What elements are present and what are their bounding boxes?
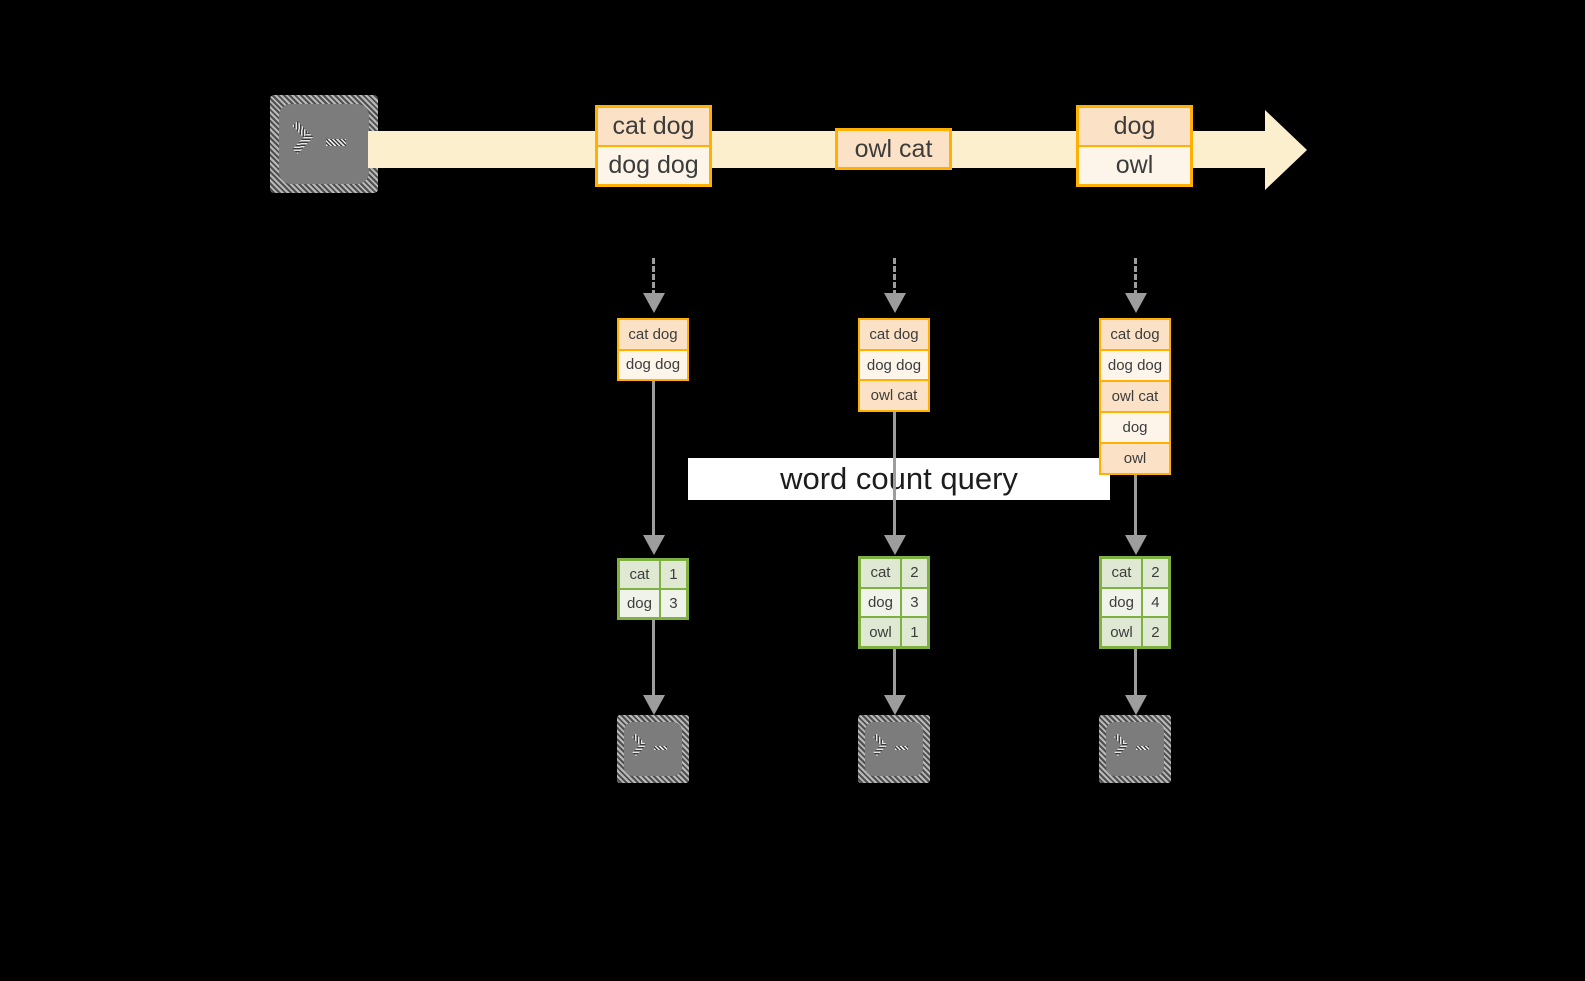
stream-record-3[interactable]: dog owl <box>1076 105 1193 187</box>
snapshot-1-sink-shaft <box>652 620 655 698</box>
prompt-chevron-lower <box>1114 741 1129 756</box>
terminal-icon-sink-2[interactable] <box>858 715 930 783</box>
accumulated-line: cat dog <box>619 320 687 351</box>
table-row: dog 4 <box>1102 588 1168 619</box>
stream-record-1[interactable]: cat dog dog dog <box>595 105 712 187</box>
table-cell-word: owl <box>861 618 902 647</box>
table-cell-count: 3 <box>660 590 686 617</box>
table-row: dog 3 <box>620 590 686 617</box>
table-cell-count: 2 <box>1142 618 1168 647</box>
snapshot-3-sink-arrowhead <box>1125 695 1147 715</box>
record-line: owl cat <box>838 131 949 167</box>
query-label-band: word count query <box>688 458 1110 500</box>
prompt-cursor <box>325 139 346 146</box>
snapshot-2-result-table[interactable]: cat 2 dog 3 owl 1 <box>858 556 930 649</box>
prompt-cursor <box>1136 745 1149 751</box>
snapshot-2-inbound-arrowhead <box>884 293 906 313</box>
table-row: cat 2 <box>861 559 927 589</box>
table-cell-count: 1 <box>901 618 927 647</box>
snapshot-1-inbound-arrowhead <box>643 293 665 313</box>
table-cell-word: dog <box>1102 588 1143 617</box>
table-cell-count: 2 <box>901 559 927 587</box>
snapshot-1-query-shaft <box>652 381 655 538</box>
table-cell-word: dog <box>620 590 661 617</box>
snapshot-1-sink-arrowhead <box>643 695 665 715</box>
snapshot-3-inbound-arrowhead <box>1125 293 1147 313</box>
table-row: cat 1 <box>620 561 686 590</box>
record-line: dog <box>1079 108 1190 147</box>
record-line: cat dog <box>598 108 709 147</box>
snapshot-3-query-shaft <box>1134 475 1137 538</box>
table-cell-count: 1 <box>660 561 686 588</box>
terminal-screen <box>1106 722 1164 776</box>
snapshot-3-sink-shaft <box>1134 649 1137 698</box>
table-cell-word: cat <box>620 561 661 588</box>
table-row: owl 1 <box>861 618 927 647</box>
accumulated-line: dog dog <box>1101 351 1169 382</box>
accumulated-line: dog <box>1101 413 1169 444</box>
query-label-text: word count query <box>780 461 1018 496</box>
table-cell-word: cat <box>1102 559 1143 587</box>
terminal-screen <box>624 722 682 776</box>
accumulated-line: owl <box>1101 444 1169 473</box>
record-line: owl <box>1079 147 1190 184</box>
snapshot-2-inbound-shaft <box>893 258 896 296</box>
prompt-chevron-lower <box>632 741 647 756</box>
snapshot-2-sink-arrowhead <box>884 695 906 715</box>
table-cell-word: owl <box>1102 618 1143 647</box>
prompt-chevron-lower <box>873 741 888 756</box>
snapshot-3-query-arrowhead <box>1125 535 1147 555</box>
snapshot-1-query-arrowhead <box>643 535 665 555</box>
terminal-screen <box>279 104 369 184</box>
accumulated-line: owl cat <box>1101 382 1169 413</box>
accumulated-line: owl cat <box>860 381 928 411</box>
stream-record-2[interactable]: owl cat <box>835 128 952 170</box>
table-cell-word: cat <box>861 559 902 587</box>
table-cell-count: 3 <box>901 588 927 617</box>
terminal-icon-sink-3[interactable] <box>1099 715 1171 783</box>
accumulated-line: dog dog <box>619 350 687 379</box>
snapshot-3-accumulated-records[interactable]: cat dog dog dog owl cat dog owl <box>1099 318 1171 475</box>
terminal-screen <box>865 722 923 776</box>
accumulated-line: cat dog <box>860 320 928 351</box>
terminal-icon-source[interactable] <box>270 95 378 193</box>
record-line: dog dog <box>598 147 709 184</box>
table-row: cat 2 <box>1102 559 1168 589</box>
accumulated-line: dog dog <box>860 350 928 382</box>
prompt-cursor <box>654 745 667 751</box>
snapshot-3-inbound-shaft <box>1134 258 1137 296</box>
snapshot-1-result-table[interactable]: cat 1 dog 3 <box>617 558 689 620</box>
stream-arrow-head <box>1265 110 1307 190</box>
table-cell-count: 2 <box>1142 559 1168 587</box>
snapshot-2-query-shaft <box>893 412 896 538</box>
table-row: owl 2 <box>1102 618 1168 647</box>
snapshot-2-query-arrowhead <box>884 535 906 555</box>
table-cell-count: 4 <box>1142 588 1168 617</box>
snapshot-2-accumulated-records[interactable]: cat dog dog dog owl cat <box>858 318 930 412</box>
snapshot-3-result-table[interactable]: cat 2 dog 4 owl 2 <box>1099 556 1171 649</box>
terminal-icon-sink-1[interactable] <box>617 715 689 783</box>
snapshot-1-accumulated-records[interactable]: cat dog dog dog <box>617 318 689 381</box>
table-row: dog 3 <box>861 588 927 619</box>
snapshot-1-inbound-shaft <box>652 258 655 296</box>
table-cell-word: dog <box>861 588 902 617</box>
snapshot-2-sink-shaft <box>893 649 896 698</box>
accumulated-line: cat dog <box>1101 320 1169 351</box>
prompt-cursor <box>895 745 908 751</box>
